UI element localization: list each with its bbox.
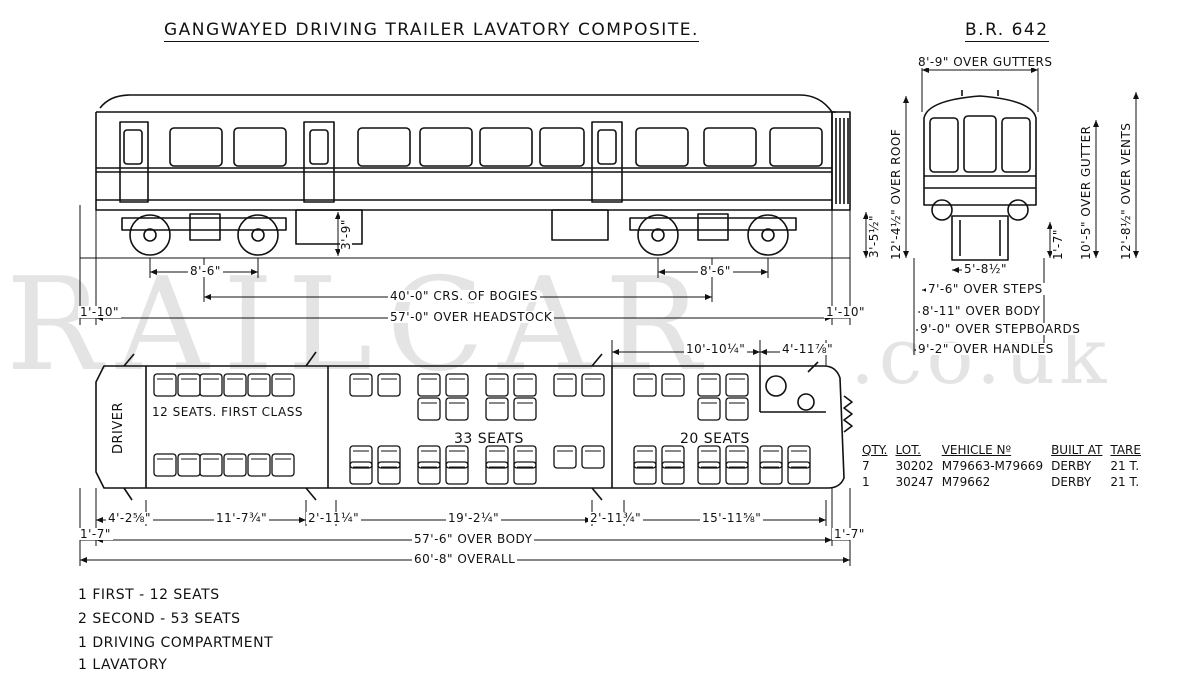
dim-over-gutter: 10'-5" OVER GUTTER bbox=[1079, 123, 1093, 262]
dim-plan-5: 2'-11¾" bbox=[588, 511, 644, 525]
cell-vehicle-no: M79663-M79669 bbox=[941, 459, 1044, 473]
dim-tank-height: 3'-9" bbox=[339, 217, 353, 252]
label-33-seats: 33 SEATS bbox=[454, 431, 524, 447]
second-class-seats-b bbox=[633, 373, 811, 485]
side-elevation bbox=[80, 94, 851, 259]
dim-over-steps: 7'-6" OVER STEPS bbox=[926, 282, 1045, 296]
label-driver: DRIVER bbox=[111, 401, 126, 454]
watermark-railcar: RAILCAR bbox=[6, 251, 716, 400]
dim-overhang-left: 1'-10" bbox=[78, 305, 122, 319]
cell-lot: 30247 bbox=[895, 475, 934, 489]
cell-built-at: DERBY bbox=[1051, 475, 1092, 489]
cell-lot: 30202 bbox=[895, 459, 934, 473]
label-20-seats: 20 SEATS bbox=[680, 431, 750, 447]
dim-overhang-right: 1'-10" bbox=[824, 305, 868, 319]
dim-floor-height: 3'-5½" bbox=[867, 212, 881, 260]
lots-table: QTY. LOT. VEHICLE Nº BUILT AT TARE 7 302… bbox=[858, 442, 1145, 490]
label-first-class: 12 SEATS. FIRST CLASS bbox=[152, 405, 303, 419]
col-vehicle-no: VEHICLE Nº bbox=[941, 443, 1012, 457]
cell-tare: 21 T. bbox=[1110, 475, 1140, 489]
cell-built-at: DERBY bbox=[1051, 459, 1092, 473]
dim-plan-overall: 60'-8" OVERALL bbox=[412, 552, 518, 566]
second-class-seats-a bbox=[349, 373, 605, 485]
dim-plan-end-left: 1'-7" bbox=[78, 527, 113, 541]
lots-table-header: QTY. LOT. VEHICLE Nº BUILT AT TARE bbox=[858, 442, 1145, 458]
dim-over-roof: 12'-4½" OVER ROOF bbox=[889, 126, 903, 262]
dim-plan-top-1: 10'-10¼" bbox=[684, 342, 748, 356]
dim-over-body: 8'-11" OVER BODY bbox=[920, 304, 1043, 318]
table-row: 7 30202 M79663-M79669 DERBY 21 T. bbox=[858, 458, 1145, 474]
dim-bogie-width: 5'-8½" bbox=[962, 262, 1010, 276]
cell-vehicle-no: M79662 bbox=[941, 475, 991, 489]
col-qty: QTY. bbox=[862, 443, 888, 457]
dim-plan-1: 4'-2⅝" bbox=[106, 511, 154, 525]
dim-plan-over-body: 57'-6" OVER BODY bbox=[412, 532, 535, 546]
table-row: 1 30247 M79662 DERBY 21 T. bbox=[858, 474, 1145, 490]
dim-bogie-wheelbase-left: 8'-6" bbox=[188, 264, 223, 278]
dim-plan-6: 15'-11⅝" bbox=[700, 511, 764, 525]
dim-over-stepboards: 9'-0" OVER STEPBOARDS bbox=[918, 322, 1083, 336]
dim-over-gutters: 8'-9" OVER GUTTERS bbox=[916, 55, 1055, 69]
col-lot: LOT. bbox=[895, 443, 921, 457]
col-tare: TARE bbox=[1110, 443, 1141, 457]
dim-plan-3: 2'-11¼" bbox=[306, 511, 362, 525]
summary-line-2: 2 SECOND - 53 SEATS bbox=[78, 611, 241, 627]
dim-bogie-wheelbase-right: 8'-6" bbox=[698, 264, 733, 278]
summary-line-4: 1 LAVATORY bbox=[78, 657, 168, 673]
dim-plan-4: 19'-2¼" bbox=[446, 511, 502, 525]
drawing-title: GANGWAYED DRIVING TRAILER LAVATORY COMPO… bbox=[164, 20, 699, 42]
cell-qty: 1 bbox=[862, 475, 870, 489]
dim-plan-2: 11'-7¾" bbox=[214, 511, 270, 525]
dim-plan-top-2: 4'-11⅞" bbox=[780, 342, 836, 356]
dim-over-headstock: 57'-0" OVER HEADSTOCK bbox=[388, 310, 555, 324]
first-class-seats bbox=[153, 373, 295, 477]
dim-plan-end-right: 1'-7" bbox=[832, 527, 867, 541]
plan-view bbox=[95, 351, 853, 501]
dim-over-vents: 12'-8½" OVER VENTS bbox=[1119, 120, 1133, 262]
end-elevation bbox=[923, 90, 1037, 261]
dim-bogie-centres: 40'-0" CRS. OF BOGIES bbox=[388, 289, 540, 303]
dim-over-handles: 9'-2" OVER HANDLES bbox=[916, 342, 1056, 356]
cell-tare: 21 T. bbox=[1110, 459, 1140, 473]
summary-line-1: 1 FIRST - 12 SEATS bbox=[78, 587, 220, 603]
diagram-number: B.R. 642 bbox=[965, 20, 1049, 42]
dim-buffer-height: 1'-7" bbox=[1051, 227, 1065, 262]
cell-qty: 7 bbox=[862, 459, 870, 473]
col-built-at: BUILT AT bbox=[1051, 443, 1103, 457]
summary-line-3: 1 DRIVING COMPARTMENT bbox=[78, 635, 274, 651]
